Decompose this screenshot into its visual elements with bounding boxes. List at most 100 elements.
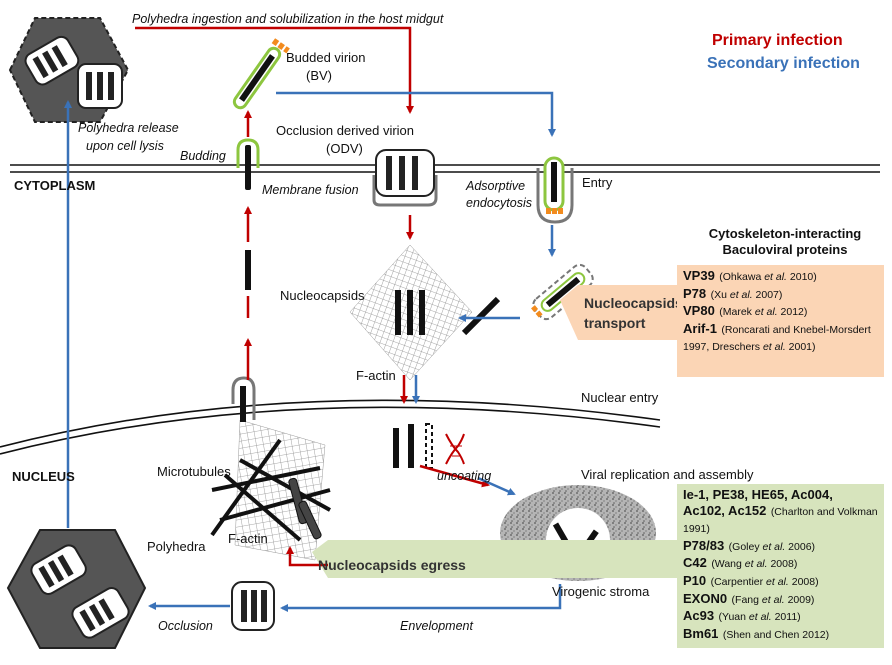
legend-secondary: Secondary infection xyxy=(707,55,860,72)
protein-name: P10 xyxy=(683,572,707,588)
protein-row: VP80 (Marek et al. 2012) xyxy=(683,303,878,321)
protein-name: VP39 xyxy=(683,268,715,283)
nuclear-envelope xyxy=(0,399,661,455)
label-envelopment: Envelopment xyxy=(400,619,473,633)
label-bv: (BV) xyxy=(306,68,332,83)
protein-ref-year: 2008) xyxy=(767,558,798,571)
protein-ref: (Yuan xyxy=(718,611,749,624)
label-adsorptive: Adsorptive xyxy=(465,179,525,193)
budded-virion-icon xyxy=(232,38,290,110)
label-f-actin-top: F-actin xyxy=(356,368,396,383)
protein-name: P78/83 xyxy=(683,537,725,553)
protein-ref-year: 2012) xyxy=(777,306,808,318)
label-endocytosis: endocytosis xyxy=(466,196,532,210)
label-virogenic-stroma: Virogenic stroma xyxy=(552,584,650,599)
protein-ref: (Ohkawa xyxy=(719,271,765,283)
odv-envelopment-icon xyxy=(231,581,275,631)
label-membrane-fusion: Membrane fusion xyxy=(262,183,359,197)
protein-row: P78/83 (Goley et al. 2006) xyxy=(683,538,878,556)
protein-ref: (Charlton and Volkman 1991) xyxy=(683,505,878,536)
protein-name: P78 xyxy=(683,285,707,301)
heading-line-2: Baculoviral proteins xyxy=(722,242,848,257)
protein-name: Ac93 xyxy=(683,608,715,624)
protein-row: P78 (Xu et al. 2007) xyxy=(683,286,878,304)
protein-ref-etal: et al. xyxy=(748,611,772,624)
nucleocapsids-transport-callout xyxy=(560,285,678,340)
label-nuclear-entry: Nuclear entry xyxy=(581,390,659,405)
protein-name: Bm61 xyxy=(683,625,719,641)
protein-ref-etal: et al. xyxy=(762,540,786,553)
protein-row: VP39 (Ohkawa et al. 2010) xyxy=(683,268,878,286)
dna-helix-icon xyxy=(445,433,465,465)
protein-ref-etal: et al. xyxy=(729,288,753,301)
region-nucleus: NUCLEUS xyxy=(12,469,75,484)
protein-ref-year: 2010) xyxy=(786,271,817,283)
label-polyhedra: Polyhedra xyxy=(147,539,206,554)
protein-row-line2: Ac102, Ac152 (Charlton and Volkman 1991) xyxy=(683,503,878,538)
protein-ref-etal: et al. xyxy=(761,593,785,606)
label-uncoating: uncoating xyxy=(437,469,491,483)
protein-ref: (Roncarati and Knebel-Morsdert 1997, Dre… xyxy=(683,323,871,354)
budding-virion-icon xyxy=(236,138,260,190)
label-microtubules: Microtubules xyxy=(157,464,231,479)
protein-ref-year: 2007) xyxy=(752,288,783,301)
protein-name: VP80 xyxy=(683,303,715,318)
label-polyhedra-release-2: upon cell lysis xyxy=(86,139,164,153)
secondary-infection-arrows xyxy=(64,91,562,612)
protein-row: Bm61 (Shen and Chen 2012) xyxy=(683,626,878,644)
protein-name: Arif-1 xyxy=(683,320,717,336)
label-viral-replication: Viral replication and assembly xyxy=(581,467,754,482)
protein-name: EXON0 xyxy=(683,590,728,606)
heading-line-1: Cytoskeleton-interacting xyxy=(708,226,862,241)
plasma-membrane xyxy=(10,164,880,173)
protein-row: EXON0 (Fang et al. 2009) xyxy=(683,591,878,609)
label-egress: Nucleocapsids egress xyxy=(318,557,466,573)
protein-ref: (Shen and Chen 2012) xyxy=(722,628,830,641)
protein-row-line1: Ie-1, PE38, HE65, Ac004, xyxy=(683,487,833,502)
released-nucleocapsid-icon xyxy=(461,296,501,336)
label-transport-1: Nucleocapsids xyxy=(584,295,683,311)
entry-virion-icon xyxy=(536,156,574,224)
label-budding: Budding xyxy=(180,149,226,163)
protein-ref: (Carpentier xyxy=(710,575,767,588)
uncoating-nucleocapsids-icon xyxy=(393,423,433,469)
region-cytoplasm: CYTOPLASM xyxy=(14,178,95,193)
label-odv-1: Occlusion derived virion xyxy=(276,123,414,138)
label-polyhedra-ingestion: Polyhedra ingestion and solubilization i… xyxy=(132,12,444,26)
protein-row: P10 (Carpentier et al. 2008) xyxy=(683,573,878,591)
protein-ref-etal: et al. xyxy=(764,271,787,283)
label-nucleocapsids: Nucleocapsids xyxy=(280,288,365,303)
nuclear-protein-panel: Ie-1, PE38, HE65, Ac004, Ac102, Ac152 (C… xyxy=(677,484,884,648)
protein-row: C42 (Wang et al. 2008) xyxy=(683,555,878,573)
polyhedra-ingested-icon xyxy=(8,17,130,123)
odv-membrane-fusion-icon xyxy=(372,149,438,207)
nucleocapsids-egress-callout xyxy=(312,540,678,578)
cytoskeleton-protein-panel: VP39 (Ohkawa et al. 2010) P78 (Xu et al.… xyxy=(677,265,884,377)
protein-ref-year: 2008) xyxy=(788,575,819,588)
protein-ref-year: 2009) xyxy=(784,593,815,606)
nuclear-cytoskeleton-icon xyxy=(210,419,331,561)
label-occlusion: Occlusion xyxy=(158,619,213,633)
label-budded-virion: Budded virion xyxy=(286,50,366,65)
protein-ref-etal: et al. xyxy=(766,575,789,588)
protein-row: Arif-1 (Roncarati and Knebel-Morsdert 19… xyxy=(683,321,878,356)
legend-primary: Primary infection xyxy=(712,32,843,49)
protein-row: Ac93 (Yuan et al. 2011) xyxy=(683,608,878,626)
cytoskeleton-panel-heading: Cytoskeleton-interacting Baculoviral pro… xyxy=(690,226,880,258)
protein-ref-etal: et al. xyxy=(754,306,778,318)
polyhedra-icon xyxy=(6,529,147,649)
protein-ref-year: 2001) xyxy=(785,341,816,353)
protein-ref: (Marek xyxy=(719,306,755,318)
primary-infection-arrows xyxy=(135,26,490,567)
mesh-nucleocapsids-icon xyxy=(395,290,425,335)
label-transport-2: transport xyxy=(584,315,646,331)
label-odv-2: (ODV) xyxy=(326,141,363,156)
label-entry: Entry xyxy=(582,175,613,190)
egress-nucleocapsid-segments xyxy=(245,250,251,290)
protein-ref-etal: et al. xyxy=(762,341,786,353)
protein-ref-year: 2011) xyxy=(771,611,801,624)
nuclear-budding-icon xyxy=(231,376,256,422)
protein-ref-etal: et al. xyxy=(744,558,768,571)
